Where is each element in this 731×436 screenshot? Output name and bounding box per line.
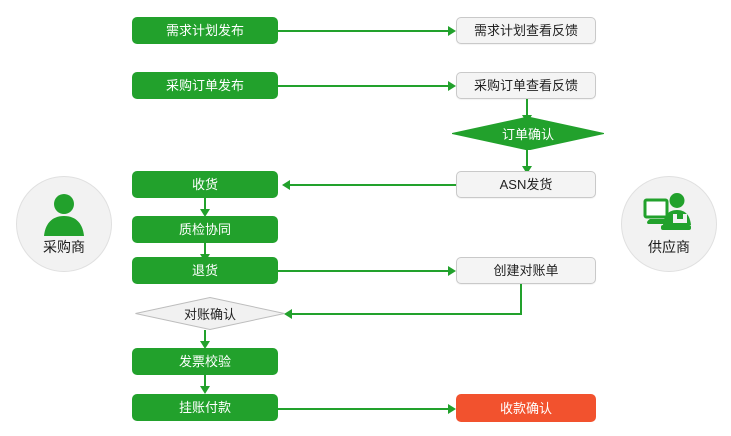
edge-statement-to-confirm bbox=[292, 313, 522, 315]
edge-demand-plan bbox=[278, 30, 448, 32]
node-purchase-order-publish[interactable]: 采购订单发布 bbox=[132, 72, 278, 99]
arrowhead-receipt-to-quality bbox=[200, 209, 210, 217]
edge-receipt-to-quality bbox=[204, 198, 206, 212]
edge-asn-to-receipt bbox=[290, 184, 456, 186]
node-return-goods[interactable]: 退货 bbox=[132, 257, 278, 284]
node-quality-collaboration[interactable]: 质检协同 bbox=[132, 216, 278, 243]
arrowhead-statement-to-confirm bbox=[284, 309, 292, 319]
actor-buyer: 采购商 bbox=[16, 176, 112, 272]
arrowhead-confirm-to-asn bbox=[522, 166, 532, 174]
person-at-computer-icon bbox=[643, 192, 691, 230]
actor-supplier-label: 供应商 bbox=[648, 238, 690, 255]
node-pending-payment[interactable]: 挂账付款 bbox=[132, 394, 278, 421]
edge-statement-drop bbox=[520, 284, 522, 314]
diamond-shape-order-confirm bbox=[451, 116, 605, 151]
node-statement-confirm[interactable]: 对账确认 bbox=[135, 296, 285, 331]
node-asn-shipment[interactable]: ASN发货 bbox=[456, 171, 596, 198]
actor-supplier: 供应商 bbox=[621, 176, 717, 272]
node-goods-receipt[interactable]: 收货 bbox=[132, 171, 278, 198]
edge-return-to-statement bbox=[278, 270, 448, 272]
node-invoice-verify[interactable]: 发票校验 bbox=[132, 348, 278, 375]
node-order-confirm[interactable]: 订单确认 bbox=[451, 116, 605, 151]
arrowhead-purchase-order bbox=[448, 81, 456, 91]
arrowhead-demand-plan bbox=[448, 26, 456, 36]
person-icon bbox=[44, 193, 84, 236]
edge-confirm-to-asn bbox=[526, 149, 528, 171]
node-demand-plan-feedback[interactable]: 需求计划查看反馈 bbox=[456, 17, 596, 44]
node-demand-plan-publish[interactable]: 需求计划发布 bbox=[132, 17, 278, 44]
edge-confirm-to-invoice bbox=[204, 330, 206, 344]
edge-payment-to-receipt bbox=[278, 408, 448, 410]
arrowhead-confirm-to-invoice bbox=[200, 341, 210, 349]
arrowhead-return-to-statement bbox=[448, 266, 456, 276]
edge-quality-to-return bbox=[204, 243, 206, 257]
arrowhead-invoice-to-payment bbox=[200, 386, 210, 394]
arrowhead-payment-to-receipt bbox=[448, 404, 456, 414]
arrowhead-asn-to-receipt bbox=[282, 180, 290, 190]
actor-buyer-label: 采购商 bbox=[43, 238, 85, 255]
node-payment-confirm[interactable]: 收款确认 bbox=[456, 394, 596, 422]
node-create-statement[interactable]: 创建对账单 bbox=[456, 257, 596, 284]
edge-invoice-to-payment bbox=[204, 375, 206, 389]
edge-po-to-confirm bbox=[526, 99, 528, 119]
edge-purchase-order bbox=[278, 85, 448, 87]
node-purchase-order-feedback[interactable]: 采购订单查看反馈 bbox=[456, 72, 596, 99]
diamond-shape-statement-confirm bbox=[135, 296, 285, 331]
